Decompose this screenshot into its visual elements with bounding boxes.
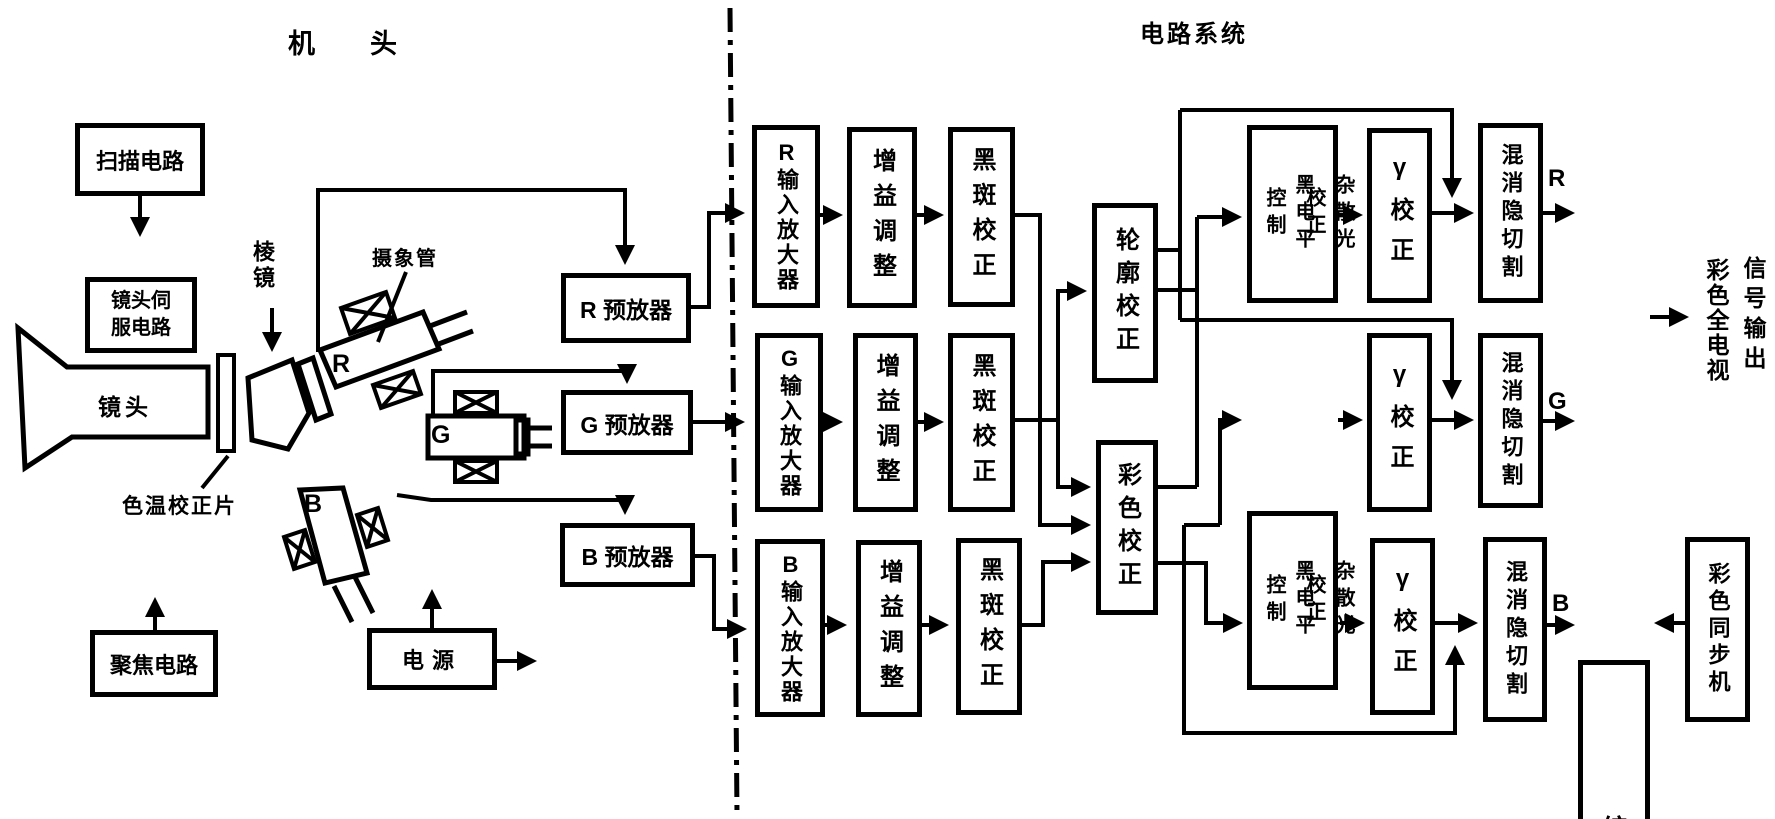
preamp-g-label: G 预放器 (580, 411, 674, 438)
prism-shape (245, 354, 335, 452)
chain-arrows (820, 203, 1689, 635)
preamp-b-label: B 预放器 (581, 544, 674, 570)
color-correction-box: 彩色校正 (1096, 440, 1158, 615)
distribution-network (1015, 108, 1465, 735)
head-section-title: 机 头 (288, 29, 411, 59)
gamma-r-label: γ校正 (1386, 154, 1413, 277)
preamp-r-label: R 预放器 (580, 297, 672, 323)
gamma-b-box: γ校正 (1370, 538, 1435, 715)
encoder-label: 编码器 (1596, 815, 1633, 819)
black-level-r-label: 黑电平控制 (1263, 173, 1314, 255)
scan-circuit-label: 扫描电路 (95, 148, 184, 174)
head-wiring (130, 188, 747, 671)
lens-servo-label: 镜头伺服电路 (111, 290, 171, 339)
color-sync-label: 彩色同步机 (1705, 562, 1731, 697)
bus-b-letter: B (1552, 590, 1570, 617)
blanking-clip-g-label: 混消隐切割 (1498, 350, 1524, 491)
blanking-clip-r-box: 混消隐切割 (1478, 123, 1543, 303)
preamp-g-box: G 预放器 (561, 390, 693, 455)
lens-shape (15, 322, 211, 473)
gamma-g-box: γ校正 (1367, 333, 1432, 512)
black-level-g-label: 黑电平控制 (1263, 560, 1314, 641)
color-correction-label: 彩色校正 (1113, 461, 1141, 594)
circuit-section-title: 电路系统 (1140, 21, 1248, 48)
stray-light-g-label: 杂散光校正 (1303, 560, 1354, 641)
input-amp-r-box: R输入放大器 (752, 125, 820, 308)
coil-b-icon (281, 505, 391, 572)
coil-r-icon (338, 289, 424, 411)
shading-correction-g-box: 黑斑校正 (948, 333, 1015, 512)
scan-circuit-box: 扫描电路 (75, 123, 205, 196)
tube-g-letter: G (431, 421, 451, 449)
tube-r-shape (316, 308, 474, 391)
gain-adjust-r-box: 增益调整 (847, 127, 917, 308)
bus-r-letter: R (1548, 165, 1566, 192)
gamma-b-label: γ校正 (1389, 565, 1416, 688)
gamma-r-box: γ校正 (1367, 128, 1432, 303)
input-amp-g-label: G输入放大器 (777, 346, 802, 499)
shading-correction-b-label: 黑斑校正 (975, 556, 1003, 697)
black-level-r-box: 黑电平控制 杂散光校正 (1247, 125, 1354, 303)
gain-adjust-g-box: 增益调整 (853, 333, 918, 512)
power-supply-label: 电源 (401, 648, 462, 673)
output-composite-label: 彩色全电视 (1703, 258, 1729, 383)
contour-correction-label: 轮廓校正 (1111, 227, 1139, 359)
blanking-clip-b-label: 混消隐切割 (1503, 559, 1528, 700)
gain-adjust-b-box: 增益调整 (856, 540, 922, 717)
focus-circuit-box: 聚焦电路 (90, 630, 218, 697)
input-amp-b-label: B输入放大器 (778, 551, 803, 705)
encoder-box: 编码器 (1578, 660, 1650, 819)
camera-tube-label: 摄象管 (372, 248, 438, 270)
stray-light-r-label: 杂散光校正 (1303, 173, 1354, 255)
gain-adjust-r-label: 增益调整 (868, 147, 896, 288)
prism-label: 棱镜 (250, 240, 275, 292)
bus-g-letter: G (1548, 388, 1567, 415)
blanking-clip-b-box: 混消隐切割 (1483, 537, 1547, 722)
power-supply-box: 电源 (367, 628, 497, 690)
input-amp-g-box: G输入放大器 (755, 333, 823, 512)
input-amp-r-label: R输入放大器 (774, 140, 799, 293)
gain-adjust-b-label: 增益调整 (875, 558, 903, 699)
shading-correction-g-label: 黑斑校正 (968, 352, 995, 493)
tube-b-letter: B (304, 490, 323, 518)
contour-correction-box: 轮廓校正 (1092, 203, 1158, 383)
blanking-clip-r-label: 混消隐切割 (1498, 143, 1524, 283)
gain-adjust-g-label: 增益调整 (872, 352, 899, 493)
coil-g-icon (453, 390, 499, 484)
section-divider (727, 7, 740, 816)
shading-correction-r-box: 黑斑校正 (948, 127, 1015, 307)
shading-correction-r-label: 黑斑校正 (968, 147, 995, 287)
color-temp-filter-shape (216, 353, 236, 453)
shading-correction-b-box: 黑斑校正 (956, 538, 1022, 715)
focus-circuit-label: 聚焦电路 (109, 652, 198, 678)
input-amp-b-box: B输入放大器 (755, 539, 825, 717)
tube-g-shape (425, 413, 552, 461)
tube-r-letter: R (332, 350, 351, 378)
black-level-g-box: 黑电平控制 杂散光校正 (1247, 511, 1354, 690)
output-signal-label: 信号输出 (1740, 256, 1766, 376)
lens-servo-box: 镜头伺服电路 (85, 277, 197, 353)
lens-label: 镜头 (98, 394, 152, 420)
color-sync-box: 彩色同步机 (1685, 537, 1750, 722)
tube-b-shape (296, 485, 376, 624)
color-temp-filter-label: 色温校正片 (122, 495, 237, 518)
preamp-b-box: B 预放器 (560, 523, 695, 587)
gamma-g-label: γ校正 (1386, 361, 1413, 484)
preamp-r-box: R 预放器 (561, 273, 691, 343)
blanking-clip-g-box: 混消隐切割 (1478, 333, 1543, 508)
